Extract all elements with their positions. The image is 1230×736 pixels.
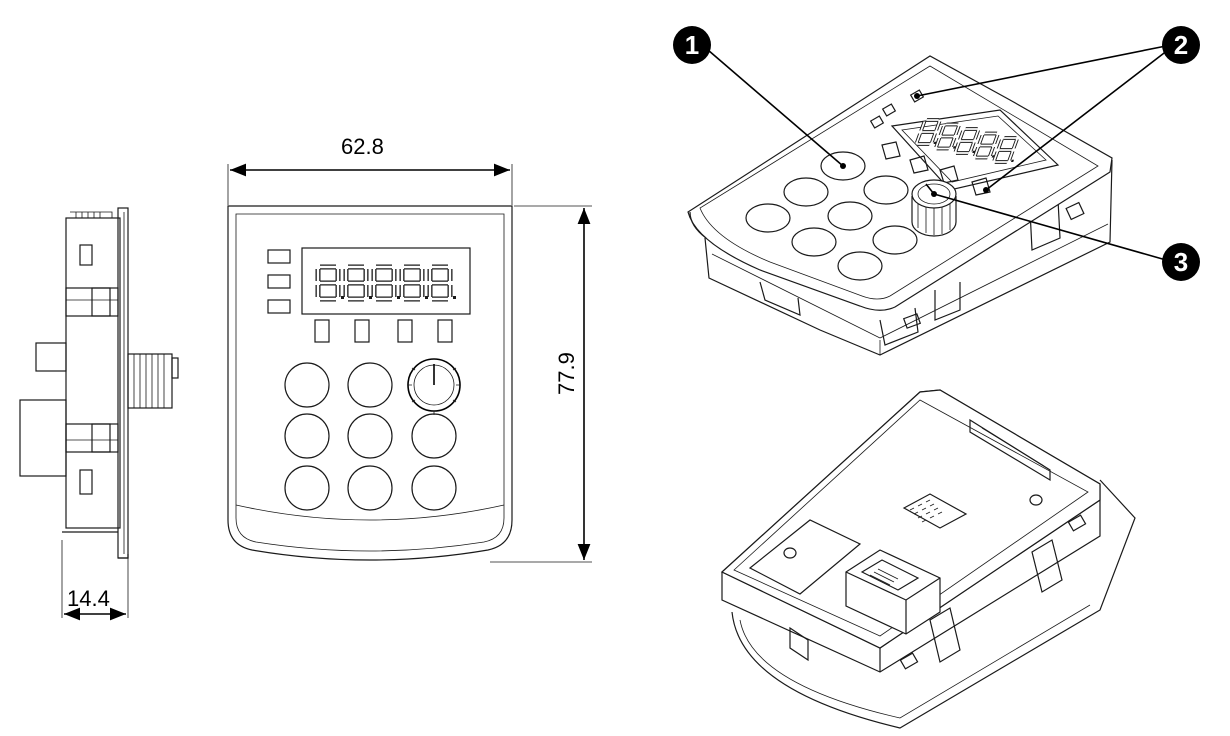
callout-3: 3 — [1162, 243, 1200, 281]
callout-leader-3 — [933, 193, 1167, 261]
side-body — [65, 217, 121, 529]
isometric-back-view — [720, 389, 1136, 729]
status-led-3 — [397, 319, 413, 343]
callout-leader-2b — [985, 49, 1169, 191]
keypad-button — [284, 465, 330, 511]
side-knob — [127, 353, 173, 409]
iso-keypad-button — [872, 225, 918, 255]
iso-keypad-button — [863, 175, 909, 205]
iso-pin-header — [902, 493, 968, 529]
keypad-button — [284, 413, 330, 459]
iso-back-bezel — [731, 479, 1136, 729]
keypad-button — [347, 413, 393, 459]
keypad-button — [411, 465, 457, 511]
led-indicator-2 — [267, 274, 291, 289]
iso-keypad-button — [820, 151, 866, 181]
status-led-4 — [437, 319, 453, 343]
callout-1: 1 — [673, 26, 711, 64]
dim-width-label: 62.8 — [341, 134, 384, 159]
iso-display — [890, 109, 1060, 191]
callout-leader-1 — [707, 49, 844, 167]
side-clip-top — [79, 244, 93, 266]
callout-leader-2a — [916, 45, 1167, 97]
seven-segment-display — [301, 247, 471, 315]
isometric-front-view: 1 2 3 — [673, 26, 1200, 356]
front-view: 62.8 77.9 — [227, 134, 592, 563]
svg-text:1: 1 — [685, 30, 699, 60]
svg-text:2: 2 — [1174, 30, 1188, 60]
callout-2: 2 — [1162, 26, 1200, 64]
side-view: 14.4 — [19, 207, 179, 621]
dim-depth-label: 14.4 — [67, 586, 110, 611]
led-indicator-1 — [267, 249, 291, 264]
iso-back-label — [748, 519, 862, 595]
iso-keypad-button — [837, 251, 883, 281]
iso-keypad-button — [745, 203, 791, 233]
status-led-2 — [354, 319, 370, 343]
iso-keypad-button — [827, 201, 873, 231]
iso-keypad-button — [783, 177, 829, 207]
iso-keypad-button — [791, 227, 837, 257]
front-housing — [227, 205, 513, 561]
side-rj-jack — [19, 399, 67, 477]
status-led-1 — [314, 319, 330, 343]
led-indicator-3 — [267, 299, 291, 314]
svg-text:3: 3 — [1174, 247, 1188, 277]
keypad-button — [347, 362, 393, 408]
dim-height-label: 77.9 — [554, 352, 579, 395]
keypad-button — [411, 413, 457, 459]
keypad-button — [347, 465, 393, 511]
iso-rj45-port — [845, 549, 941, 635]
side-clip-bottom — [79, 469, 93, 495]
side-connector — [35, 342, 67, 372]
keypad-button — [284, 362, 330, 408]
